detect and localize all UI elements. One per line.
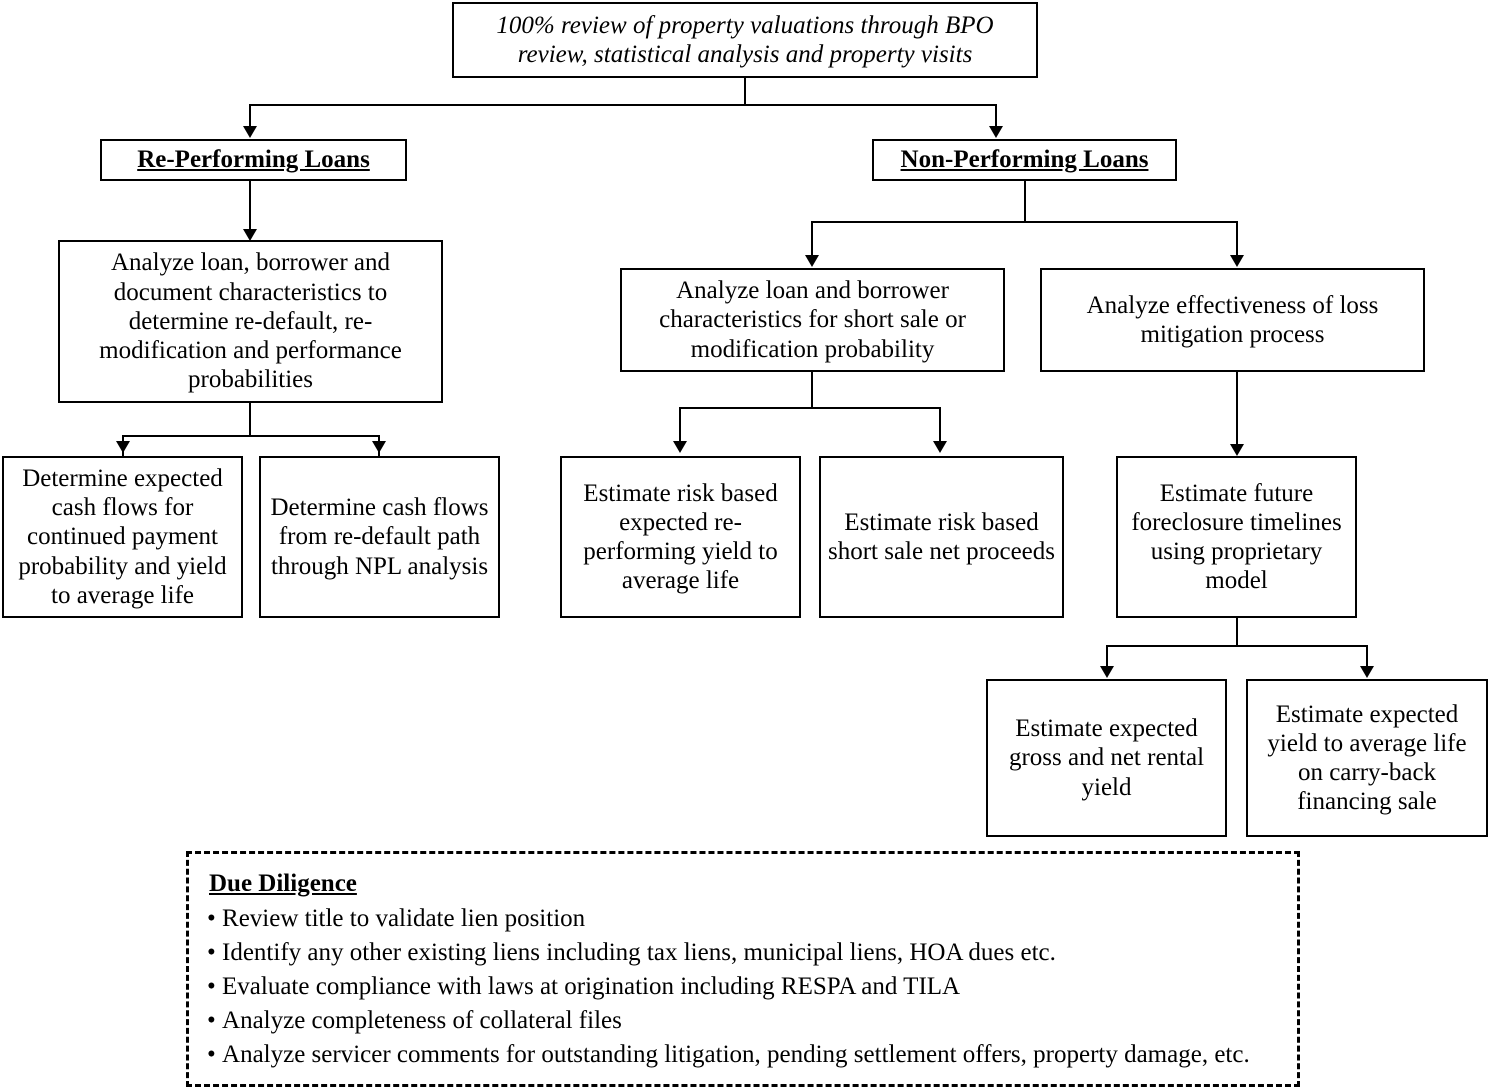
- node-determine-cash-flows-redefault-label: Determine cash flows from re-default pat…: [270, 494, 489, 580]
- arrowhead-npl-to-loanchar: [805, 255, 819, 267]
- node-analyze-loan-borrower-shortsale-label: Analyze loan and borrower characteristic…: [659, 277, 966, 363]
- node-determine-expected-cash-flows-label: Determine expected cash flows for contin…: [18, 464, 227, 609]
- connector-npl-stem: [1024, 181, 1026, 221]
- arrowhead-foreclosure-to-right: [1360, 666, 1374, 678]
- node-estimate-carry-back-yield-label: Estimate expected yield to average life …: [1267, 700, 1467, 816]
- connector-shortsale-to-left: [679, 407, 681, 447]
- connector-rpl-to-analyze: [249, 181, 251, 233]
- due-diligence-item: Identify any other existing liens includ…: [207, 936, 1297, 970]
- node-estimate-rental-yield: Estimate expected gross and net rental y…: [986, 679, 1227, 837]
- node-analyze-loan-borrower-document: Analyze loan, borrower and document char…: [58, 240, 443, 403]
- connector-npl-bus: [811, 221, 1238, 223]
- arrowhead-npl-to-lossmit: [1230, 255, 1244, 267]
- arrowhead-lossmit-to-foreclosure: [1230, 444, 1244, 456]
- due-diligence-panel: Due Diligence Review title to validate l…: [186, 851, 1300, 1087]
- connector-rplanalyze-bus: [122, 435, 378, 437]
- connector-title-to-rpl: [249, 104, 251, 132]
- node-title-label: 100% review of property valuations throu…: [496, 11, 994, 68]
- node-determine-cash-flows-redefault: Determine cash flows from re-default pat…: [259, 456, 500, 618]
- node-estimate-carry-back-yield: Estimate expected yield to average life …: [1246, 679, 1488, 837]
- node-analyze-loss-mitigation: Analyze effectiveness of loss mitigation…: [1040, 268, 1425, 372]
- due-diligence-item: Analyze completeness of collateral files: [207, 1004, 1297, 1038]
- arrowhead-rpl-to-analyze: [243, 229, 257, 241]
- node-re-performing-loans-label: Re-Performing Loans: [137, 146, 370, 174]
- connector-title-to-npl: [995, 104, 997, 132]
- arrowhead-title-to-npl: [989, 126, 1003, 138]
- arrowhead-rplanalyze-to-right: [372, 441, 386, 453]
- due-diligence-item: Analyze servicer comments for outstandin…: [207, 1038, 1297, 1072]
- arrowhead-shortsale-to-left: [673, 441, 687, 453]
- connector-foreclosure-stem: [1236, 618, 1238, 645]
- node-determine-expected-cash-flows: Determine expected cash flows for contin…: [2, 456, 243, 618]
- connector-title-stem: [744, 78, 746, 104]
- connector-rplanalyze-stem: [249, 403, 251, 435]
- arrowhead-rplanalyze-to-left: [116, 441, 130, 453]
- connector-foreclosure-to-left: [1106, 645, 1108, 674]
- connector-lossmit-to-foreclosure: [1236, 372, 1238, 452]
- node-estimate-reperforming-yield-label: Estimate risk based expected re-performi…: [583, 479, 778, 595]
- node-estimate-rental-yield-label: Estimate expected gross and net rental y…: [1008, 715, 1205, 801]
- due-diligence-item: Evaluate compliance with laws at origina…: [207, 970, 1297, 1004]
- node-estimate-foreclosure-timelines-label: Estimate future foreclosure timelines us…: [1131, 479, 1342, 595]
- node-analyze-loss-mitigation-label: Analyze effectiveness of loss mitigation…: [1086, 291, 1379, 348]
- node-non-performing-loans-label: Non-Performing Loans: [900, 146, 1149, 174]
- node-estimate-reperforming-yield: Estimate risk based expected re-performi…: [560, 456, 801, 618]
- arrowhead-foreclosure-to-left: [1100, 666, 1114, 678]
- arrowhead-title-to-rpl: [243, 126, 257, 138]
- node-title-property-valuation-review: 100% review of property valuations throu…: [452, 2, 1038, 78]
- node-re-performing-loans: Re-Performing Loans: [100, 139, 407, 181]
- node-estimate-short-sale-proceeds: Estimate risk based short sale net proce…: [819, 456, 1064, 618]
- connector-shortsale-to-right: [939, 407, 941, 447]
- node-estimate-foreclosure-timelines: Estimate future foreclosure timelines us…: [1116, 456, 1357, 618]
- node-analyze-loan-borrower-shortsale: Analyze loan and borrower characteristic…: [620, 268, 1005, 372]
- connector-shortsale-stem: [811, 372, 813, 407]
- arrowhead-shortsale-to-right: [933, 441, 947, 453]
- node-estimate-short-sale-proceeds-label: Estimate risk based short sale net proce…: [827, 508, 1055, 565]
- connector-npl-to-loanchar: [811, 221, 813, 261]
- due-diligence-list: Review title to validate lien position I…: [207, 902, 1297, 1072]
- node-analyze-loan-borrower-document-label: Analyze loan, borrower and document char…: [99, 249, 402, 394]
- due-diligence-item: Review title to validate lien position: [207, 902, 1297, 936]
- due-diligence-title: Due Diligence: [209, 870, 357, 897]
- node-non-performing-loans: Non-Performing Loans: [872, 139, 1177, 181]
- connector-foreclosure-to-right: [1366, 645, 1368, 674]
- connector-npl-to-lossmit: [1236, 221, 1238, 261]
- connector-title-bus: [249, 104, 996, 106]
- connector-foreclosure-bus: [1106, 645, 1368, 647]
- connector-shortsale-bus: [679, 407, 941, 409]
